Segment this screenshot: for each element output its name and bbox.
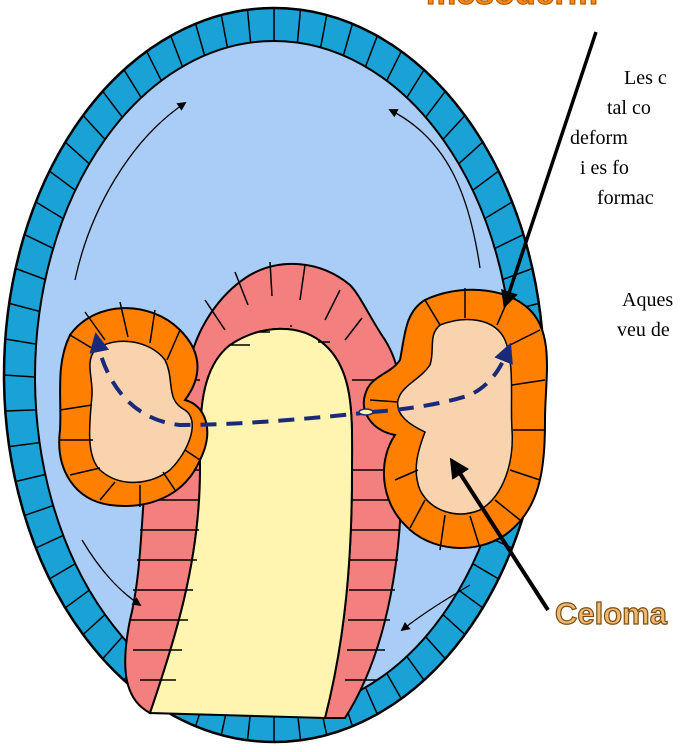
mesoderm-pointer-arrow [505, 32, 596, 305]
mesoderm-label: mesoderm [426, 0, 598, 12]
blastopore-point [359, 409, 373, 415]
celoma-label: Celoma [555, 596, 668, 631]
